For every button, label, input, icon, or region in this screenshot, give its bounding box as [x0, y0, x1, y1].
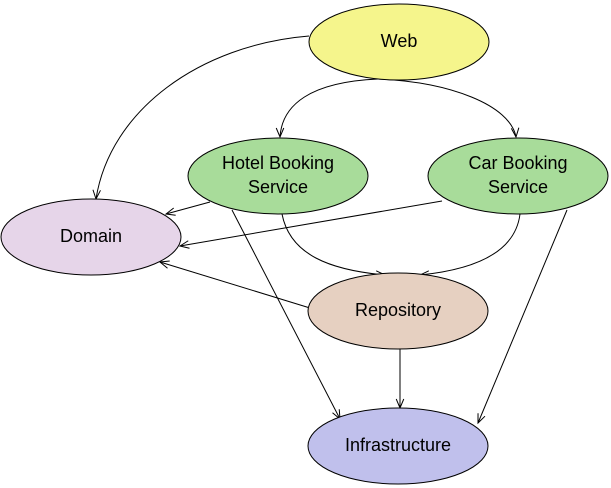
node-hotel-booking-service-label-line-2: Service — [248, 177, 308, 197]
edge-web-to-hotel — [275, 78, 379, 139]
edge-repository-to-domain — [158, 260, 311, 309]
edge-line — [279, 78, 379, 138]
arrowhead-icon — [510, 127, 520, 139]
node-web: Web — [308, 3, 490, 81]
edge-car-to-infrastructure — [477, 209, 568, 425]
edge-line — [165, 201, 211, 215]
node-domain: Domain — [0, 198, 182, 276]
node-infrastructure-shape — [307, 407, 489, 485]
edge-line — [231, 209, 341, 420]
edges-layer — [92, 35, 568, 425]
edge-car-to-domain — [178, 200, 443, 249]
arrowhead-icon — [477, 413, 486, 425]
node-domain-shape — [0, 198, 182, 276]
edge-line — [159, 261, 311, 309]
edge-line — [281, 213, 386, 276]
edge-line — [179, 200, 443, 247]
edge-line — [377, 78, 517, 138]
edge-hotel-to-repository — [281, 213, 387, 279]
edge-hotel-to-domain — [164, 201, 211, 216]
node-web-shape — [308, 3, 490, 81]
node-car-booking-service: Car Booking Service — [427, 137, 609, 215]
node-infrastructure-label: Infrastructure — [345, 435, 451, 455]
arrowhead-icon — [178, 240, 190, 249]
edge-car-to-repository — [418, 213, 521, 279]
edge-web-to-car — [377, 78, 520, 139]
edge-line — [95, 35, 310, 200]
arrowhead-icon — [164, 207, 176, 216]
node-web-label: Web — [381, 31, 418, 51]
node-domain-label: Domain — [60, 226, 122, 246]
node-hotel-booking-service-shape — [187, 137, 369, 215]
node-infrastructure: Infrastructure — [307, 407, 489, 485]
node-hotel-booking-service-label-line-1: Hotel Booking — [222, 153, 334, 173]
edge-repository-to-infrastructure — [395, 349, 405, 410]
node-hotel-booking-service: Hotel Booking Service — [187, 137, 369, 215]
node-car-booking-service-shape — [427, 137, 609, 215]
edge-line — [419, 213, 521, 276]
node-car-booking-service-label-line-1: Car Booking — [468, 153, 567, 173]
arrowhead-icon — [158, 260, 170, 269]
edge-line — [477, 209, 568, 424]
node-repository-label: Repository — [355, 300, 441, 320]
node-repository: Repository — [307, 272, 489, 350]
node-repository-shape — [307, 272, 489, 350]
node-car-booking-service-label-line-2: Service — [488, 177, 548, 197]
arrowhead-icon — [275, 127, 285, 139]
